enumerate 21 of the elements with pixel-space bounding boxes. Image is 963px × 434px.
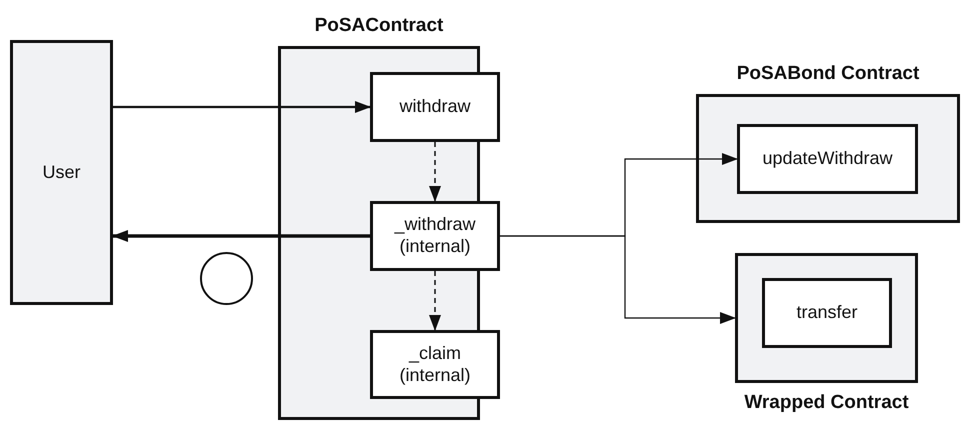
node-label: _withdraw (internal) xyxy=(393,214,477,258)
arrow xyxy=(112,230,370,242)
arrow xyxy=(429,271,441,331)
contract-title: Wrapped Contract xyxy=(743,392,910,414)
contract-title: PoSABond Contract xyxy=(736,63,920,85)
node-label: withdraw xyxy=(398,96,472,118)
actor-box xyxy=(10,40,113,305)
function-box xyxy=(370,201,500,271)
node-label: User xyxy=(41,162,82,184)
function-box xyxy=(370,72,500,142)
function-box xyxy=(370,330,500,399)
function-box xyxy=(762,278,892,348)
node-label: transfer xyxy=(795,302,859,324)
node-label: updateWithdraw xyxy=(761,148,894,170)
arrow xyxy=(429,142,441,202)
token-circle xyxy=(200,252,253,305)
function-box xyxy=(737,124,918,194)
contract-title: PoSAContract xyxy=(314,15,444,37)
node-label: _claim (internal) xyxy=(398,342,472,386)
arrow xyxy=(113,101,371,113)
arrow xyxy=(500,235,736,324)
